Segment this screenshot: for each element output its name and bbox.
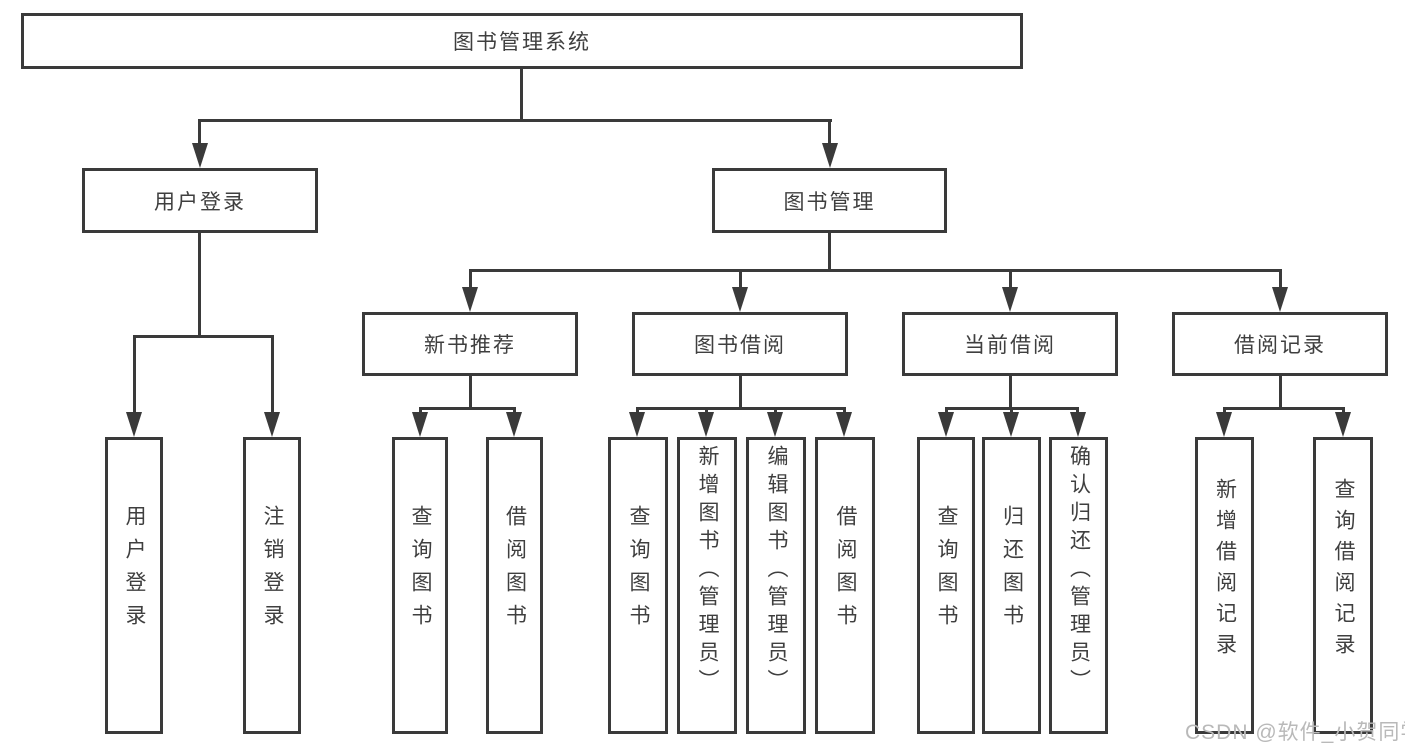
node-book-management: 图书管理 [712,168,947,233]
connector-current-stem [1009,376,1012,409]
connector-to-leaf [843,407,846,416]
leaf-borrow-query-books: 查询图书 [608,437,668,734]
connector-to-book-management [828,119,831,146]
leaf-label: 用户登录 [123,504,147,637]
node-label: 新书推荐 [424,334,516,357]
arrowhead-down-icon [412,412,428,437]
leaf-borrow-books: 借阅图书 [815,437,875,734]
arrowhead-down-icon [767,412,783,437]
node-label: 图书借阅 [694,334,786,357]
connector-to-leaf [1010,407,1013,416]
connector-to-recommend [469,269,472,290]
connector-recommend-stem [469,376,472,409]
connector-to-leaf [945,407,948,416]
leaf-label: 查询图书 [409,504,433,637]
arrowhead-down-icon [192,143,208,168]
leaf-label: 查询图书 [935,504,959,637]
arrowhead-down-icon [1003,412,1019,437]
arrowhead-down-icon [938,412,954,437]
connector-to-leaf [133,335,136,414]
leaf-user-login: 用户登录 [105,437,163,734]
leaf-add-borrow-record: 新增借阅记录 [1195,437,1254,734]
leaf-label: 归还图书 [1000,504,1024,637]
connector-to-leaf [419,407,422,416]
arrowhead-down-icon [836,412,852,437]
node-label: 借阅记录 [1234,334,1326,357]
node-borrow-records: 借阅记录 [1172,312,1388,376]
arrowhead-down-icon [506,412,522,437]
arrowhead-down-icon [264,412,280,437]
leaf-current-query-books: 查询图书 [917,437,975,734]
leaf-label: 新增图书（管理员） [696,444,720,697]
connector-level1-rail [198,119,832,122]
leaf-recommend-query-books: 查询图书 [392,437,448,734]
arrowhead-down-icon [1216,412,1232,437]
leaf-label: 查询借阅记录 [1332,477,1356,664]
arrowhead-down-icon [1335,412,1351,437]
connector-to-user-login [198,119,201,146]
arrowhead-down-icon [822,143,838,168]
connector-to-leaf [1342,407,1345,416]
connector-recommend-rail [419,407,515,410]
node-new-book-recommend: 新书推荐 [362,312,578,376]
connector-records-rail [1223,407,1344,410]
connector-to-leaf [636,407,639,416]
arrowhead-down-icon [732,287,748,312]
leaf-label: 借阅图书 [503,504,527,637]
node-label: 图书管理 [783,190,876,214]
connector-user-rail [133,335,274,338]
connector-to-current [1009,269,1012,290]
leaf-label: 确认归还（管理员） [1067,444,1091,697]
arrowhead-down-icon [1070,412,1086,437]
connector-to-leaf [513,407,516,416]
leaf-query-borrow-record: 查询借阅记录 [1313,437,1373,734]
leaf-label: 注销登录 [261,504,285,637]
connector-mgmt-stem [828,233,831,272]
connector-to-leaf [705,407,708,416]
node-label: 用户登录 [154,190,246,214]
node-label: 图书管理系统 [453,31,591,54]
leaf-add-books-admin: 新增图书（管理员） [677,437,737,734]
arrowhead-down-icon [1002,287,1018,312]
leaf-edit-books-admin: 编辑图书（管理员） [746,437,806,734]
leaf-label: 查询图书 [627,504,651,637]
leaf-label: 编辑图书（管理员） [765,444,789,697]
node-library-system: 图书管理系统 [21,13,1023,69]
connector-user-stem [198,233,201,338]
leaf-recommend-borrow-books: 借阅图书 [486,437,543,734]
connector-to-leaf [774,407,777,416]
arrowhead-down-icon [1272,287,1288,312]
leaf-return-books: 归还图书 [982,437,1041,734]
node-label: 当前借阅 [964,334,1056,357]
connector-to-leaf [1076,407,1079,416]
node-book-borrow: 图书借阅 [632,312,848,376]
csdn-watermark: CSDN @软件_小贺同学 [1185,721,1405,744]
connector-records-stem [1279,376,1282,409]
node-current-borrow: 当前借阅 [902,312,1118,376]
connector-root-stem [520,69,523,122]
arrowhead-down-icon [698,412,714,437]
leaf-confirm-return-admin: 确认归还（管理员） [1049,437,1108,734]
connector-borrow-stem [739,376,742,409]
arrowhead-down-icon [462,287,478,312]
connector-to-borrow [739,269,742,290]
arrowhead-down-icon [629,412,645,437]
arrowhead-down-icon [126,412,142,437]
connector-to-records [1279,269,1282,290]
node-user-login: 用户登录 [82,168,318,233]
connector-to-leaf [271,335,274,414]
connector-level2-rail [469,269,1282,272]
connector-to-leaf [1223,407,1226,416]
leaf-label: 借阅图书 [834,504,858,637]
leaf-label: 新增借阅记录 [1213,477,1237,664]
leaf-logout: 注销登录 [243,437,301,734]
connector-borrow-rail [636,407,845,410]
